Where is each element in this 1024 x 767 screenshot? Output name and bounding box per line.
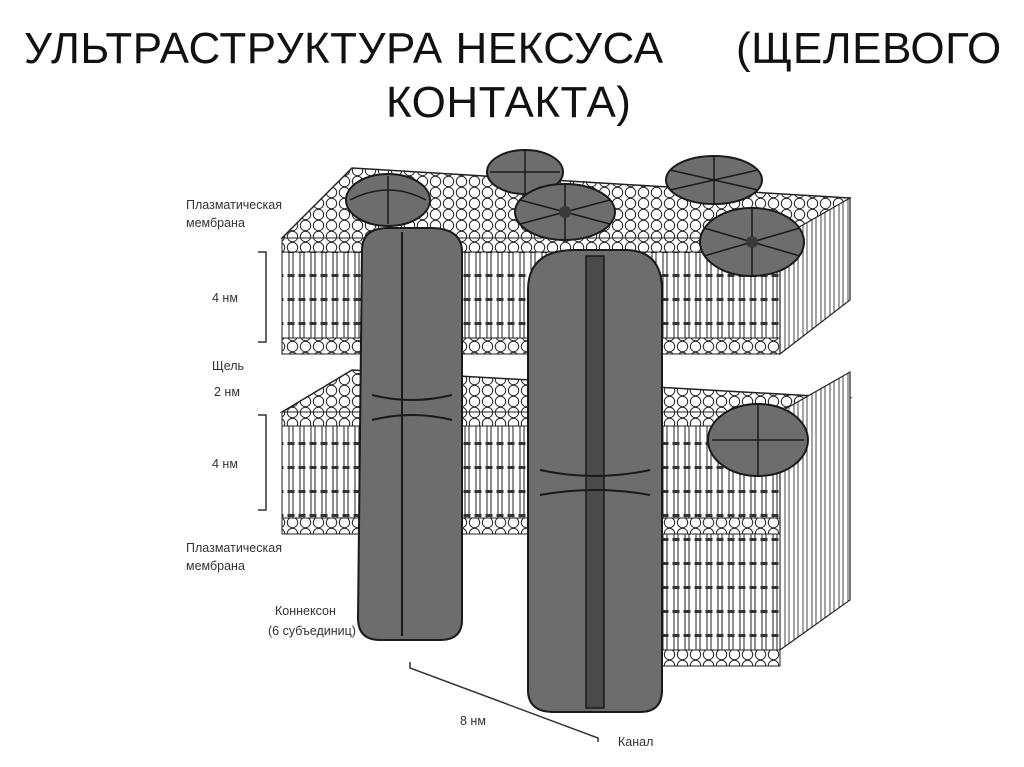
connexon-top-2 [486,149,564,195]
bracket-8nm [409,662,599,742]
label-connexon-2: (6 субъединиц) [268,624,356,638]
title-line-1: УЛЬТРАСТРУКТУРА НЕКСУСА [24,24,664,73]
title-line-2: (ЩЕЛЕВОГО [736,24,1002,73]
bracket-4nm-bottom [258,414,267,511]
label-membrane-bottom-1: Плазматическая [186,541,282,555]
connexon-top-3 [514,183,616,241]
connexon-top-4 [665,155,763,205]
connexon-top-1 [345,173,431,227]
label-spacing: 8 нм [460,714,486,728]
label-membrane-bottom-2: мембрана [186,559,245,573]
channel-pore [585,255,605,709]
title-line-3: КОНТАКТА) [386,78,632,127]
connexon-column-left [356,227,463,641]
label-membrane-top-1: Плазматическая [186,198,282,212]
label-thickness-top: 4 нм [212,291,238,305]
connexon-top-views [345,149,809,477]
measurement-brackets [258,251,599,742]
label-channel: Канал [618,735,654,749]
connexon-column-center [527,249,663,713]
connexon-top-5 [699,207,805,277]
label-membrane-top-2: мембрана [186,216,245,230]
bracket-4nm-top [258,251,267,343]
label-gap-2: 2 нм [214,385,240,399]
slide-title: УЛЬТРАСТРУКТУРА НЕКСУСА (ЩЕЛЕВОГО КОНТАК… [0,0,1024,140]
label-connexon-1: Коннексон [275,604,336,618]
label-gap-1: Щель [212,359,245,373]
connexon-side-right [707,403,809,477]
label-thickness-bottom: 4 нм [212,457,238,471]
